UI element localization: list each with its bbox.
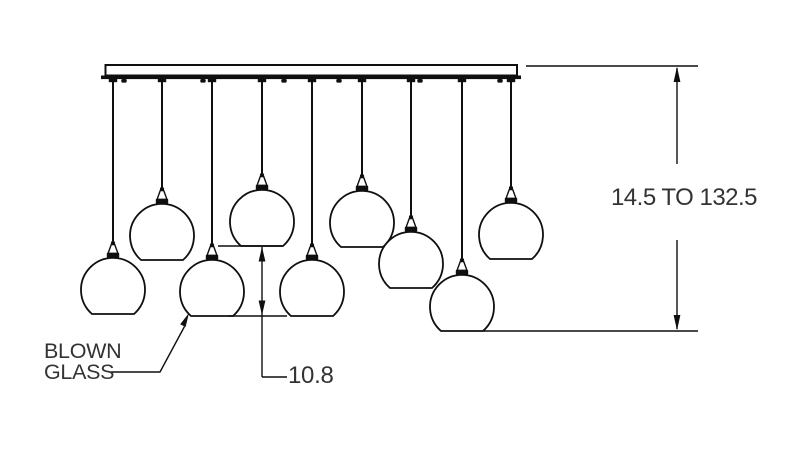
cord-clamp bbox=[457, 79, 467, 83]
pendant bbox=[179, 79, 245, 317]
cord-clamp bbox=[357, 79, 367, 83]
arrow-down-icon bbox=[258, 300, 266, 316]
canopy-screw bbox=[497, 79, 503, 83]
arrow-up-icon bbox=[673, 66, 681, 82]
cord-clamp bbox=[506, 79, 516, 83]
cord-clamp bbox=[406, 79, 416, 83]
pendant bbox=[429, 79, 495, 332]
fitting-collar bbox=[455, 269, 469, 275]
blown-glass-label-line1: BLOWN bbox=[44, 339, 122, 363]
fitting-cone bbox=[255, 175, 269, 187]
height-dimension-value: 14.5 TO 132.5 bbox=[610, 184, 758, 211]
fitting-cone bbox=[455, 260, 469, 272]
canopy-bar bbox=[104, 64, 518, 77]
pendant bbox=[279, 79, 345, 317]
cord-clamp bbox=[108, 79, 118, 83]
glass-globe bbox=[478, 202, 544, 260]
glass-globe bbox=[378, 231, 444, 289]
pendant bbox=[229, 79, 295, 247]
pendant bbox=[378, 79, 444, 289]
fitting-cone bbox=[106, 243, 120, 255]
fitting-cone bbox=[404, 217, 418, 229]
leader-arrow-icon bbox=[180, 313, 189, 327]
canopy-screw bbox=[200, 79, 206, 83]
fitting-cone bbox=[205, 245, 219, 257]
canopy-screw bbox=[417, 79, 423, 83]
glass-globe bbox=[129, 203, 195, 261]
cord-clamp bbox=[157, 79, 167, 83]
fitting-cone bbox=[305, 245, 319, 257]
fitting-collar bbox=[106, 252, 120, 258]
cord-clamp bbox=[257, 79, 267, 83]
callout-leader bbox=[111, 313, 189, 373]
glass-globe bbox=[80, 257, 146, 315]
fitting-collar bbox=[355, 185, 369, 191]
height-dimension bbox=[483, 65, 698, 332]
canopy-screw bbox=[121, 79, 127, 83]
fitting-collar bbox=[504, 197, 518, 203]
fitting-collar bbox=[155, 198, 169, 204]
arrow-up-icon bbox=[258, 246, 266, 262]
cord-clamp bbox=[307, 79, 317, 83]
pendant bbox=[129, 79, 195, 261]
blown-glass-label-line2: GLASS bbox=[44, 359, 115, 384]
canopy-baseline bbox=[101, 75, 521, 80]
glass-globe bbox=[229, 189, 295, 247]
canopy-screw bbox=[281, 79, 287, 83]
fitting-cone bbox=[504, 188, 518, 200]
pendant bbox=[478, 79, 544, 260]
glass-globe bbox=[329, 190, 395, 248]
canopy-screw bbox=[336, 79, 342, 83]
fitting-collar bbox=[255, 184, 269, 190]
pendant bbox=[329, 79, 395, 248]
cord-clamp bbox=[207, 79, 217, 83]
fitting-collar bbox=[205, 254, 219, 260]
stagger-dimension bbox=[218, 245, 287, 378]
leader-line bbox=[111, 326, 186, 373]
fitting-collar bbox=[305, 254, 319, 260]
pendant bbox=[80, 79, 146, 315]
glass-globe bbox=[179, 259, 245, 317]
fitting-cone bbox=[155, 189, 169, 201]
blown-glass-label: BLOWN GLASS bbox=[44, 339, 122, 384]
fitting-collar bbox=[404, 226, 418, 232]
arrow-down-icon bbox=[673, 315, 681, 331]
glass-globe bbox=[279, 259, 345, 317]
stagger-dimension-value: 10.8 bbox=[288, 362, 334, 389]
fitting-cone bbox=[355, 176, 369, 188]
glass-globe bbox=[429, 274, 495, 332]
